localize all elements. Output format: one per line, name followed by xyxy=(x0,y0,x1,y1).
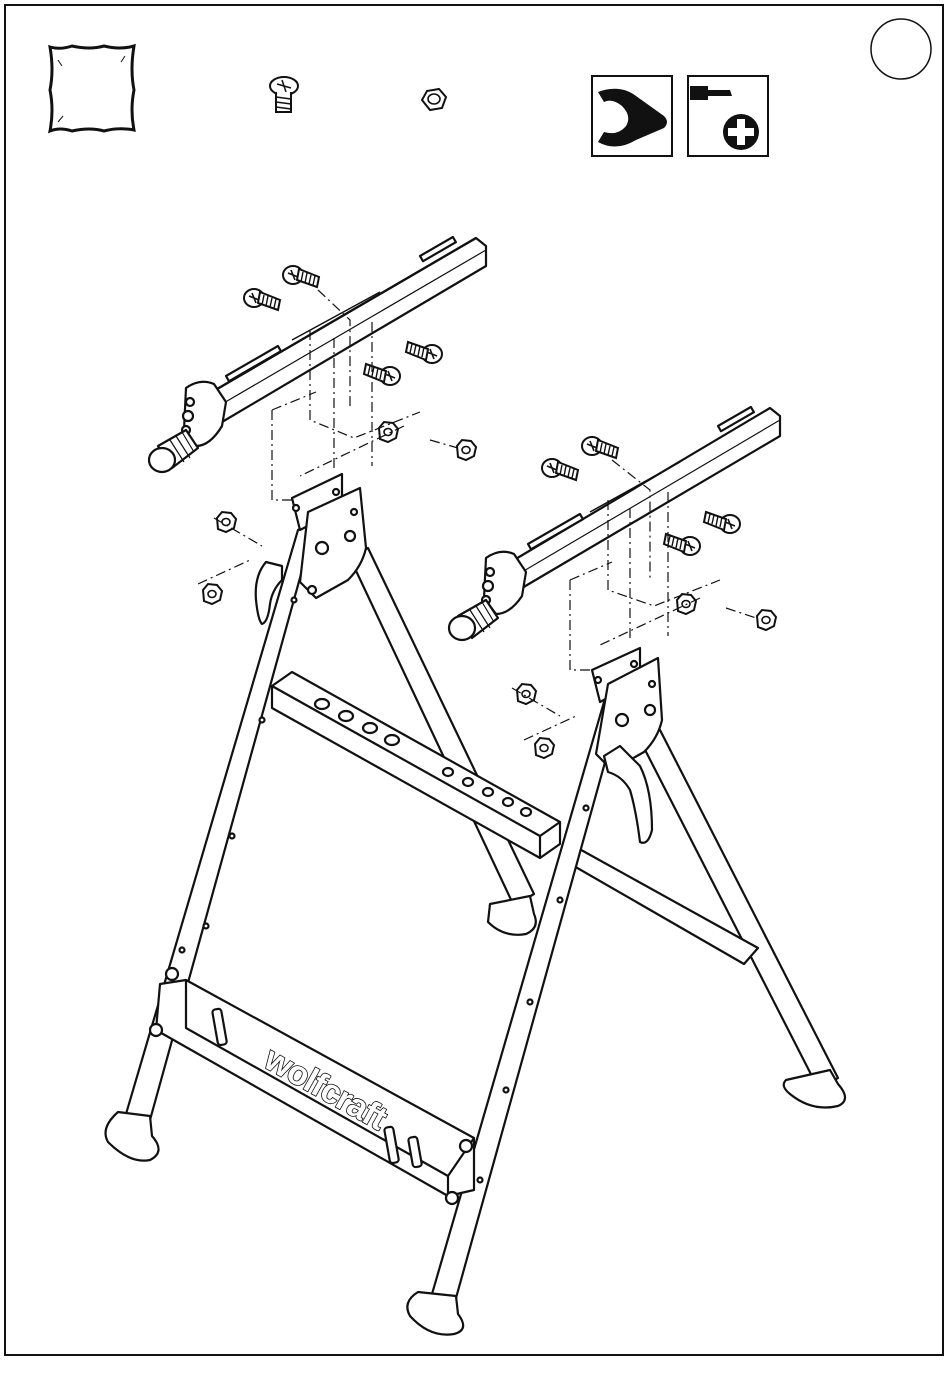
nut-2 xyxy=(457,440,476,460)
screw-1 xyxy=(283,266,319,287)
nut-icon xyxy=(422,89,446,110)
nut-4 xyxy=(203,584,222,604)
step-number-circle xyxy=(871,19,931,79)
screw-6 xyxy=(542,459,578,480)
screw-3 xyxy=(406,342,442,363)
screw-5 xyxy=(582,437,618,458)
screw-2 xyxy=(244,289,280,310)
nut-8 xyxy=(535,738,554,758)
screw-7 xyxy=(704,512,740,533)
nut-6 xyxy=(757,610,776,630)
feet xyxy=(106,896,845,1335)
a-frame-leg-front xyxy=(126,520,624,1298)
screw-8 xyxy=(664,534,700,555)
wrench-tool-icon xyxy=(592,76,672,156)
parts-bag-icon xyxy=(50,46,134,131)
phillips-screwdriver-icon xyxy=(688,76,768,156)
screw-4 xyxy=(364,364,400,385)
screw-icon xyxy=(270,77,298,112)
